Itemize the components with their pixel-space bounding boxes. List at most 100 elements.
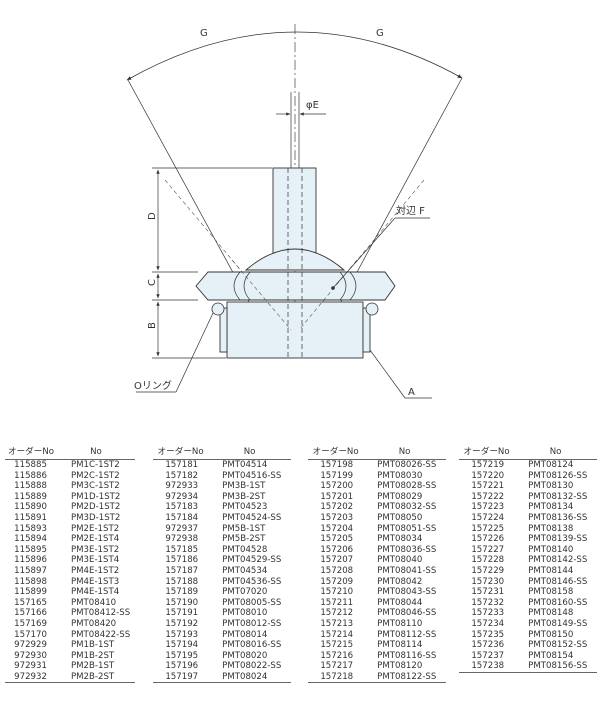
model-number-cell: PMT08126-SS bbox=[528, 470, 588, 481]
order-number-cell: 157183 bbox=[165, 502, 199, 513]
nozzle-technical-drawing: G G φE bbox=[126, 24, 463, 399]
model-number-cell: PMT08134 bbox=[528, 502, 574, 513]
order-number-cell: 157208 bbox=[320, 565, 354, 576]
order-number-cell: 157190 bbox=[165, 597, 199, 608]
model-number-cell: PMT04536-SS bbox=[222, 576, 282, 587]
table-row: 972930 PM1B-2ST bbox=[5, 651, 135, 662]
model-number-cell: PM3B-2ST bbox=[222, 491, 266, 502]
model-number-cell: PMT08014 bbox=[222, 629, 268, 640]
model-number-cell: PMT04529-SS bbox=[222, 555, 282, 566]
order-number-cell: 115890 bbox=[14, 502, 47, 513]
across-flats-point bbox=[331, 286, 335, 290]
order-number-cell: 157233 bbox=[471, 608, 505, 619]
order-number-cell: 157192 bbox=[165, 618, 199, 629]
order-number-cell: 157181 bbox=[165, 460, 199, 470]
model-number-cell: PMT08036-SS bbox=[377, 544, 437, 555]
model-number-cell: PMT08130 bbox=[528, 481, 574, 492]
table-row: 157210 PMT08043-SS bbox=[308, 587, 446, 598]
order-number-cell: 157224 bbox=[471, 512, 505, 523]
order-number-cell: 157185 bbox=[165, 544, 199, 555]
order-number-cell: 157218 bbox=[308, 671, 364, 684]
order-number-cell: 157236 bbox=[471, 640, 505, 651]
model-number-cell: PM4E-1ST2 bbox=[70, 565, 120, 576]
order-number-cell: 157187 bbox=[165, 565, 199, 576]
model-number-cell: PMT08156-SS bbox=[514, 661, 597, 673]
order-number-cell: 972930 bbox=[14, 650, 47, 661]
across-flats-leader bbox=[332, 217, 430, 289]
order-number-cell: 157201 bbox=[320, 491, 354, 502]
table-row: 157204 PMT08051-SS bbox=[308, 524, 446, 535]
model-number-cell: PMT08139-SS bbox=[528, 534, 588, 545]
order-number-cell: 972938 bbox=[165, 534, 199, 545]
order-number-cell: 157228 bbox=[471, 555, 505, 566]
order-number-cell: 115889 bbox=[14, 491, 47, 502]
model-number-cell: PMT08040 bbox=[377, 555, 423, 566]
model-number-cell: PMT08051-SS bbox=[377, 523, 437, 534]
model-number-cell: PMT08043-SS bbox=[377, 587, 437, 598]
order-number-cell: 157232 bbox=[471, 597, 505, 608]
order-number-cell: 157210 bbox=[320, 587, 354, 598]
order-number-cell: 115898 bbox=[14, 576, 47, 587]
dimension-d-label: D bbox=[147, 212, 158, 220]
model-number-cell: PMT08146-SS bbox=[528, 576, 588, 587]
model-number-cell: PM2D-1ST2 bbox=[70, 502, 121, 513]
model-number-cell: PMT08114 bbox=[377, 640, 423, 651]
order-number-cell: 157191 bbox=[165, 608, 199, 619]
order-number-cell: 157219 bbox=[471, 460, 505, 470]
o-ring-right bbox=[365, 302, 379, 316]
model-number-cell: PM1B-2ST bbox=[70, 650, 115, 661]
model-number-cell: PM5B-2ST bbox=[222, 534, 266, 545]
model-number-cell: PMT08032-SS bbox=[377, 502, 437, 513]
order-number-cell: 157195 bbox=[165, 650, 199, 661]
order-number-cell: 157235 bbox=[471, 629, 505, 640]
order-number-cell: 157203 bbox=[320, 512, 354, 523]
order-number-cell: 157223 bbox=[471, 502, 505, 513]
model-number-cell: PMT08150 bbox=[528, 629, 574, 640]
model-number-cell: PM3E-1ST2 bbox=[70, 544, 120, 555]
model-number-cell: PM4E-1ST3 bbox=[70, 576, 120, 587]
order-number-cell: 157204 bbox=[320, 523, 354, 534]
order-no-header: オーダーNo bbox=[308, 446, 364, 460]
table-row: 157221 PMT08130 bbox=[459, 481, 597, 492]
across-flats-label: 対辺 F bbox=[396, 204, 425, 217]
order-number-cell: 115885 bbox=[14, 460, 47, 470]
model-number-cell: PM4E-1ST4 bbox=[70, 587, 120, 598]
dimension-b-label: B bbox=[147, 322, 158, 329]
model-number-cell: PMT08030 bbox=[377, 470, 423, 481]
phi-e-label: φE bbox=[306, 100, 319, 111]
model-number-cell: PMT08041-SS bbox=[377, 565, 437, 576]
order-number-cell: 157221 bbox=[471, 481, 505, 492]
order-number-cell: 972929 bbox=[14, 640, 47, 651]
order-number-cell: 115894 bbox=[14, 534, 47, 545]
order-no-header: オーダーNo bbox=[153, 446, 209, 460]
order-number-cell: 157211 bbox=[320, 597, 354, 608]
model-number-cell: PM2C-1ST2 bbox=[70, 470, 120, 481]
model-number-cell: PMT08138 bbox=[528, 523, 574, 534]
